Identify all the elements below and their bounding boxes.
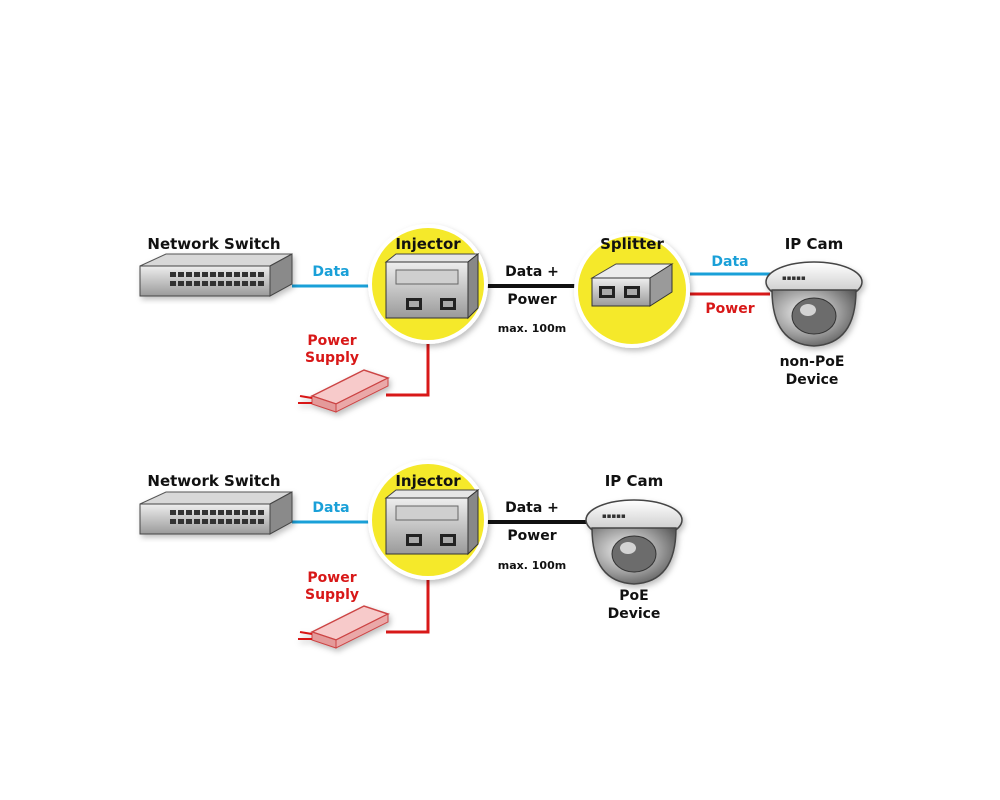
top-supply-line: [386, 340, 430, 397]
top-device-label-line1: non-PoE: [780, 354, 845, 370]
top-data-label: Data: [312, 264, 349, 280]
bottom-device-label-line2: Device: [608, 606, 661, 622]
top-distance-label: max. 100m: [498, 322, 566, 335]
bottom-supply-label-line2: Supply: [305, 587, 359, 603]
top-cam-power-label: Power: [705, 301, 754, 317]
bottom-distance-label: max. 100m: [498, 559, 566, 572]
top-splitter-label: Splitter: [600, 235, 664, 253]
top-network-switch: [139, 253, 293, 297]
top-poe-label-line1: Data +: [505, 264, 559, 280]
bottom-network-switch: [139, 491, 293, 535]
top-injector-device: [384, 252, 480, 320]
top-injector-label: Injector: [395, 235, 461, 253]
bottom-data-label: Data: [312, 500, 349, 516]
top-ip-camera: ▪▪▪▪▪: [765, 261, 863, 347]
top-diagram: ▪▪▪▪▪ Network Switch Injector Splitter I…: [139, 224, 863, 413]
bottom-injector-device: [384, 488, 480, 556]
top-splitter-device: [590, 263, 674, 307]
svg-text:▪▪▪▪▪: ▪▪▪▪▪: [602, 512, 626, 520]
bottom-supply-line: [386, 576, 430, 634]
bottom-poe-label-line1: Data +: [505, 500, 559, 516]
top-cam-data-label: Data: [711, 254, 748, 270]
top-supply-label-line2: Supply: [305, 350, 359, 366]
bottom-diagram: ▪▪▪▪▪ Network Switch Injector IP Cam Dat…: [139, 460, 683, 649]
bottom-power-supply: [298, 605, 390, 649]
top-power-supply: [298, 369, 390, 413]
bottom-injector-label: Injector: [395, 472, 461, 490]
top-switch-label: Network Switch: [147, 235, 280, 253]
top-poe-label-line2: Power: [507, 292, 556, 308]
bottom-device-label-line1: PoE: [619, 588, 648, 604]
svg-text:▪▪▪▪▪: ▪▪▪▪▪: [782, 274, 806, 282]
bottom-switch-label: Network Switch: [147, 472, 280, 490]
bottom-poe-label-line2: Power: [507, 528, 556, 544]
bottom-supply-label-line1: Power: [307, 570, 356, 586]
bottom-ip-camera: ▪▪▪▪▪: [585, 499, 683, 585]
top-camera-label: IP Cam: [785, 235, 844, 253]
bottom-camera-label: IP Cam: [605, 472, 664, 490]
top-device-label-line2: Device: [786, 372, 839, 388]
top-supply-label-line1: Power: [307, 333, 356, 349]
